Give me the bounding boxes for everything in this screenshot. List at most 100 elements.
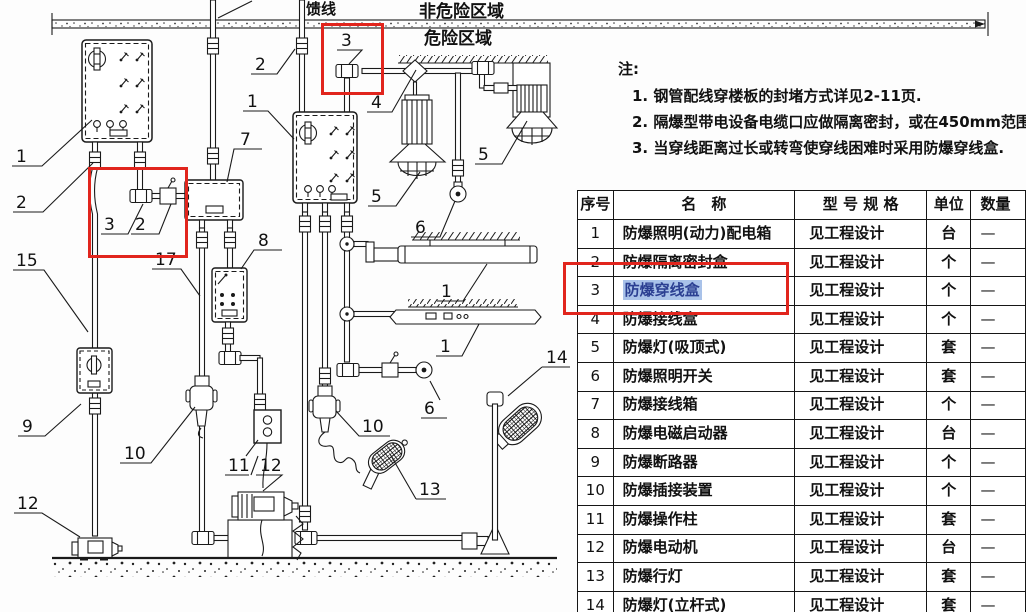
row-spec-cell: 见工程设计 bbox=[794, 504, 928, 535]
row-no-cell: 14 bbox=[577, 590, 614, 612]
distribution-box-1 bbox=[81, 39, 153, 153]
selected-text[interactable]: 防爆穿线盒 bbox=[622, 280, 702, 301]
row-spec-cell: 见工程设计 bbox=[794, 447, 928, 478]
portable-lamp bbox=[318, 431, 408, 490]
note-item: 2. 隔爆型带电设备电缆口应做隔离密封，或在450mm范围内 bbox=[632, 113, 1026, 131]
callout-label: 13 bbox=[419, 480, 441, 500]
callout-label: 4 bbox=[371, 93, 382, 113]
row-name-cell: 防爆行灯 bbox=[612, 562, 796, 592]
callout-label: 1 bbox=[440, 337, 451, 357]
row-qty-cell: — bbox=[970, 390, 1026, 421]
note-item: 3. 当穿线距离过长或转弯使穿线困难时采用防爆穿线盒. bbox=[632, 139, 1005, 157]
col-header-unit: 单位 bbox=[926, 190, 972, 220]
note-item: 1. 钢管配线穿楼板的封堵方式详见2-11页. bbox=[632, 87, 922, 105]
feeder-label: 馈线 bbox=[305, 0, 336, 18]
row-unit-cell: 台 bbox=[926, 419, 972, 449]
callout-label: 12 bbox=[260, 456, 282, 476]
row-unit-cell: 套 bbox=[926, 361, 972, 392]
operating-column bbox=[253, 409, 282, 489]
pole-lamp bbox=[480, 391, 542, 555]
row-spec-cell: 见工程设计 bbox=[794, 333, 928, 363]
row-unit-cell: 个 bbox=[926, 447, 972, 478]
row-qty-cell: — bbox=[970, 304, 1026, 335]
ground-floor bbox=[52, 556, 557, 577]
row-qty-cell: — bbox=[970, 361, 1026, 392]
sealing-elbow-run bbox=[88, 151, 186, 205]
row-qty-cell: — bbox=[970, 590, 1026, 612]
row-qty-cell: — bbox=[970, 333, 1026, 363]
callout-label: 10 bbox=[124, 444, 146, 464]
callout-label: 10 bbox=[362, 417, 384, 437]
row-spec-cell: 见工程设计 bbox=[794, 276, 928, 306]
row-qty-cell: — bbox=[970, 447, 1026, 478]
ceiling-lamp-left bbox=[388, 81, 447, 179]
notes-title: 注: bbox=[618, 60, 639, 78]
left-riser bbox=[71, 167, 123, 561]
callout-label: 17 bbox=[155, 250, 177, 270]
row-unit-cell: 套 bbox=[926, 562, 972, 592]
row-spec-cell: 见工程设计 bbox=[794, 533, 928, 564]
callout-label: 7 bbox=[240, 130, 251, 150]
col-header-spec: 型 号 规 格 bbox=[794, 190, 928, 220]
plug-device-right bbox=[308, 211, 341, 433]
row-qty-cell: — bbox=[970, 219, 1026, 249]
row-spec-cell: 见工程设计 bbox=[794, 247, 928, 278]
table-header-row: 序号 名 称 型 号 规 格 单位 数量 bbox=[577, 190, 1026, 220]
row-spec-cell: 见工程设计 bbox=[794, 590, 928, 612]
row-name-cell: 防爆电磁启动器 bbox=[612, 419, 796, 449]
distribution-box-2 bbox=[292, 111, 358, 213]
callout-label: 11 bbox=[228, 456, 250, 476]
motor-right bbox=[227, 491, 304, 561]
callout-labels: 1 2 3 2 15 17 7 8 1 2 3 4 5 5 6 6 1 1 9 … bbox=[16, 31, 568, 514]
row-unit-cell: 个 bbox=[926, 247, 972, 278]
row-spec-cell: 见工程设计 bbox=[794, 562, 928, 592]
col-header-qty: 数量 bbox=[970, 190, 1026, 220]
row-no-cell: 9 bbox=[577, 447, 614, 478]
row-no-cell: 4 bbox=[577, 304, 614, 335]
floor-conduit-run bbox=[294, 211, 493, 550]
notes-block: 注: 1. 钢管配线穿楼板的封堵方式详见2-11页. 2. 隔爆型带电设备电缆口… bbox=[618, 56, 1026, 161]
row-name-cell: 防爆操作柱 bbox=[612, 504, 796, 535]
row-unit-cell: 个 bbox=[926, 276, 972, 306]
row-spec-cell: 见工程设计 bbox=[794, 219, 928, 249]
row-no-cell: 13 bbox=[577, 562, 614, 592]
non-hazardous-zone-label: 非危险区域 bbox=[419, 1, 504, 22]
callout-label: 8 bbox=[258, 231, 269, 251]
starter-box-8 bbox=[211, 227, 267, 411]
col-header-name: 名 称 bbox=[612, 190, 796, 220]
lighting-branch bbox=[336, 211, 542, 379]
row-qty-cell: — bbox=[970, 504, 1026, 535]
junction-box-7 bbox=[184, 179, 244, 229]
callout-label: 3 bbox=[104, 215, 115, 235]
row-qty-cell: — bbox=[970, 533, 1026, 564]
row-name-cell: 防爆灯(立杆式) bbox=[612, 590, 796, 612]
row-spec-cell: 见工程设计 bbox=[794, 476, 928, 506]
callout-leaders bbox=[12, 48, 570, 538]
row-unit-cell: 套 bbox=[926, 590, 972, 612]
callout-label: 1 bbox=[16, 147, 27, 167]
callout-label: 5 bbox=[478, 145, 489, 165]
row-unit-cell: 个 bbox=[926, 476, 972, 506]
col-header-no: 序号 bbox=[577, 190, 614, 220]
callout-label: 1 bbox=[247, 92, 258, 112]
row-qty-cell: — bbox=[970, 419, 1026, 449]
callout-label: 6 bbox=[424, 399, 435, 419]
callout-label: 2 bbox=[16, 193, 27, 213]
switch-drop bbox=[449, 72, 467, 203]
plug-device-left bbox=[185, 227, 231, 546]
hazardous-zone-label: 危险区域 bbox=[423, 28, 492, 49]
callout-label: 2 bbox=[255, 55, 266, 75]
row-qty-cell: — bbox=[970, 562, 1026, 592]
row-no-cell: 11 bbox=[577, 504, 614, 535]
callout-label: 15 bbox=[16, 251, 38, 271]
row-name-cell: 防爆穿线盒 bbox=[612, 276, 796, 306]
